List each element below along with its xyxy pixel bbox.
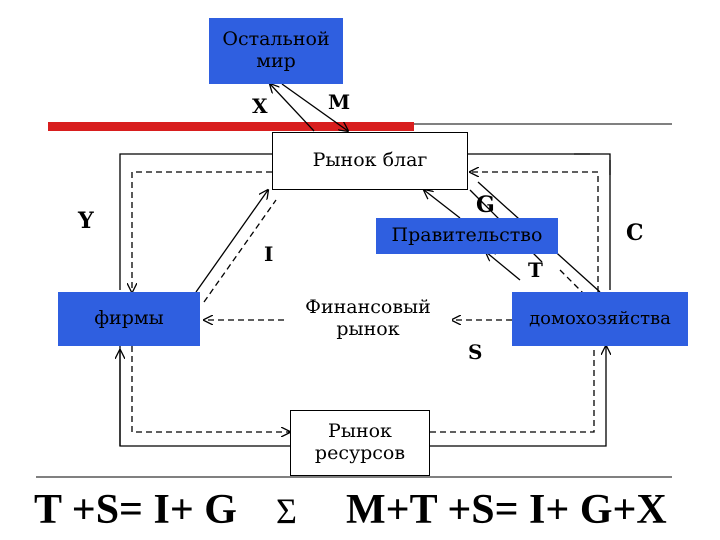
- outer-left-bottom-solid: [119, 346, 290, 447]
- x-label: X: [252, 94, 268, 118]
- rest-of-world-box: Остальной мир: [209, 18, 343, 84]
- red-bar: [48, 122, 414, 131]
- m-label: M: [328, 90, 351, 114]
- i-flow-dashed: [203, 199, 277, 303]
- y-label: Y: [78, 208, 94, 234]
- inner-left-dashed: [132, 171, 272, 292]
- financial-market-box: Финансовый рынок: [284, 288, 452, 350]
- firms-label: фирмы: [94, 307, 164, 330]
- x-flow-arrow: [270, 84, 315, 132]
- firms-box: фирмы: [58, 292, 200, 346]
- i-label: I: [264, 242, 274, 266]
- resource-market-label: Рынок ресурсов: [314, 420, 406, 464]
- m-flow-arrow: [281, 83, 348, 131]
- inner-right-bottom-dashed: [430, 346, 595, 433]
- s-label: S: [468, 340, 483, 364]
- government-box: Правительство: [376, 218, 558, 254]
- t-label: T: [528, 258, 543, 282]
- balance-formula: T +S= I+ G Σ M+T +S= I+ G+X: [0, 486, 720, 536]
- t-flow-arrow: [486, 252, 521, 281]
- goods-market-label: Рынок благ: [312, 149, 428, 172]
- households-box: домохозяйства: [512, 292, 688, 346]
- outer-right-bottom-solid: [430, 346, 606, 447]
- financial-market-label: Финансовый рынок: [305, 296, 431, 340]
- outer-right-solid: [468, 153, 611, 290]
- rest-of-world-label: Остальной мир: [222, 28, 330, 72]
- households-label: домохозяйства: [529, 307, 671, 329]
- g-flow-arrow: [424, 190, 461, 219]
- outer-left-solid: [119, 153, 272, 290]
- formula-right: M+T +S= I+ G+X: [346, 487, 667, 533]
- i-flow-solid: [195, 190, 268, 293]
- inner-left-bottom-dashed: [131, 346, 290, 432]
- resource-market-box: Рынок ресурсов: [290, 410, 430, 476]
- g-label: G: [476, 192, 495, 218]
- c-label: C: [626, 220, 644, 246]
- formula-left: T +S= I+ G: [34, 487, 237, 533]
- government-label: Правительство: [391, 224, 543, 247]
- inner-right-dashed: [470, 172, 599, 292]
- goods-market-box: Рынок благ: [272, 132, 468, 190]
- formula-sum-symbol: Σ: [276, 491, 297, 531]
